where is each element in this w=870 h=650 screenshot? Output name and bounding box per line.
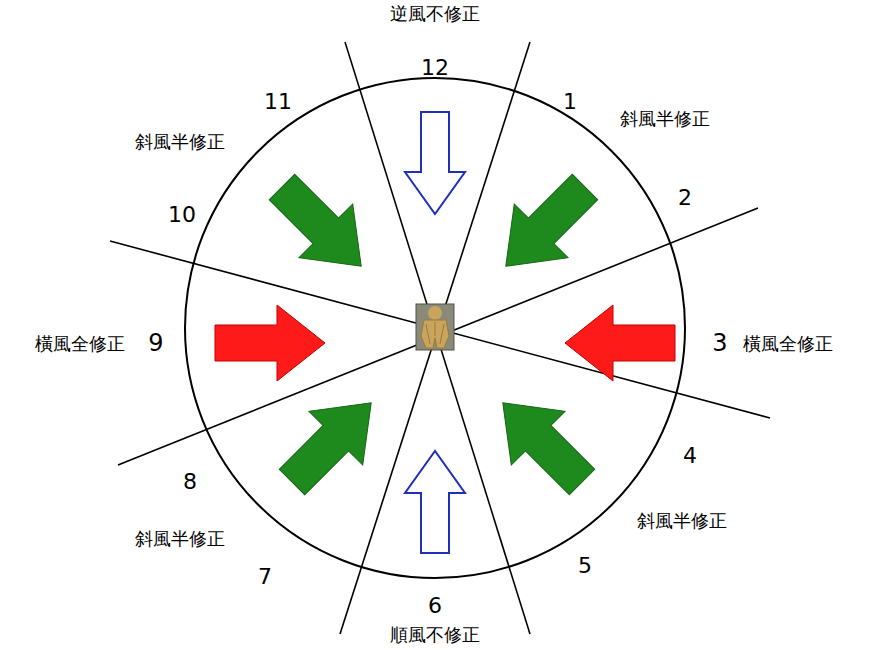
cross-wind-arrow [215, 305, 325, 381]
figure-texture [426, 322, 444, 344]
head-wind-arrow [405, 112, 465, 214]
figure-head [428, 306, 442, 320]
wind-label: 逆風不修正 [390, 5, 480, 25]
clock-number: 10 [168, 203, 196, 227]
oblique-wind-arrow [476, 376, 609, 509]
wind-label: 斜風半修正 [135, 133, 225, 153]
figure-body [421, 320, 449, 348]
oblique-wind-arrow [255, 160, 388, 293]
oblique-wind-arrow [265, 376, 398, 509]
clock-number: 6 [428, 594, 442, 618]
wind-label: 斜風半修正 [620, 110, 710, 130]
clock-number: 2 [678, 186, 692, 210]
clock-number: 7 [258, 565, 272, 589]
sector-line [340, 42, 530, 634]
clock-number: 4 [683, 444, 697, 468]
oblique-wind-arrow [479, 160, 612, 293]
figure-background [416, 304, 454, 350]
shooter-figure [416, 304, 454, 350]
clock-number: 8 [183, 470, 197, 494]
full-correction-arrows [215, 305, 675, 381]
sector-line [110, 241, 770, 418]
wind-label: 橫風全修正 [743, 335, 833, 355]
no-correction-arrows [405, 112, 465, 553]
clock-number: 12 [421, 56, 449, 80]
tail-wind-arrow [405, 451, 465, 553]
sector-lines [110, 42, 770, 634]
half-correction-arrows [255, 160, 612, 509]
sector-line [118, 208, 758, 465]
wind-label: 橫風全修正 [35, 335, 125, 355]
wind-label: 斜風半修正 [135, 530, 225, 550]
clock-number: 5 [578, 554, 592, 578]
clock-number: 11 [264, 90, 292, 114]
clock-number: 1 [563, 90, 577, 114]
clock-number: 3 [712, 330, 727, 356]
clock-circle [185, 78, 685, 578]
cross-wind-arrow [565, 305, 675, 381]
wind-label: 順風不修正 [390, 626, 480, 646]
clock-number: 9 [148, 330, 163, 356]
wind-label: 斜風半修正 [637, 512, 727, 532]
